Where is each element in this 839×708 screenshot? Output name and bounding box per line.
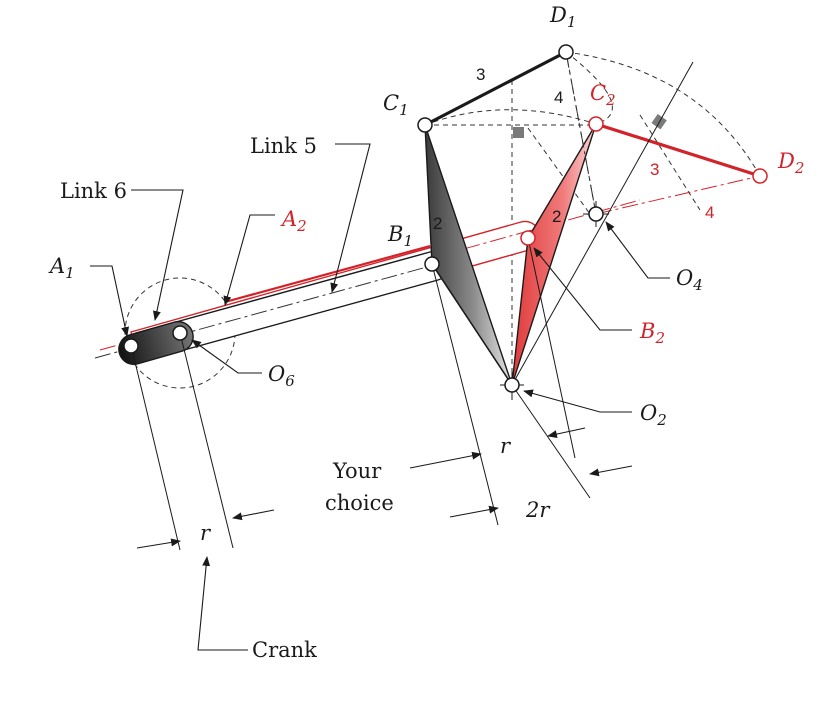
link3-number-pos2: 3: [650, 160, 659, 179]
label-C1: C1: [383, 91, 409, 119]
label-O2: O2: [640, 401, 667, 429]
r-label-bottom: r: [200, 521, 212, 545]
link4-position-2: [595, 175, 761, 215]
pivot-B1: [424, 256, 440, 272]
pivot-D1: [558, 44, 574, 60]
label-O6: O6: [268, 362, 295, 390]
link3-number-pos1: 3: [476, 65, 485, 84]
r-label-middle: r: [500, 434, 512, 458]
link6-label: Link 6: [60, 179, 127, 203]
label-B2: B2: [639, 319, 665, 347]
link2-position-2: [511, 123, 597, 386]
pivots: [123, 44, 768, 393]
pivot-D2: [752, 168, 768, 184]
dimension-extension-lines: [130, 61, 694, 551]
pivot-C2: [588, 116, 604, 132]
link5-label: Link 5: [250, 134, 317, 158]
link2-number-pos1: 2: [433, 214, 442, 233]
your-choice-label-2: choice: [325, 491, 394, 515]
link4-number-pos1: 4: [554, 88, 563, 107]
pivot-B2: [520, 230, 536, 246]
dimension-arrows: [136, 427, 633, 549]
link4-number-pos2: 4: [705, 203, 714, 222]
label-C2: C2: [590, 81, 616, 109]
right-angle-mark-1: [513, 127, 524, 138]
your-choice-label-1: Your: [332, 459, 382, 483]
label-D1: D1: [549, 3, 576, 31]
label-A1: A1: [48, 254, 75, 282]
link2-number-pos2: 2: [552, 207, 561, 226]
pivot-O4: [588, 206, 604, 222]
label-O4: O4: [676, 266, 703, 294]
link3-position-1: [424, 50, 567, 127]
label-B1: B1: [387, 222, 413, 250]
label-D2: D2: [777, 149, 804, 177]
label-A2: A2: [280, 207, 307, 235]
pivot-C1: [417, 117, 433, 133]
pivot-O6: [172, 325, 188, 341]
two-r-label: 2r: [525, 498, 551, 522]
pivot-O2: [504, 377, 520, 393]
pivot-A1: [123, 338, 139, 354]
leaders: [90, 143, 670, 651]
crank-label: Crank: [252, 638, 317, 662]
link3-position-2: [595, 122, 761, 178]
link2-position-1: [424, 124, 513, 386]
link4-position-1: [565, 51, 597, 215]
